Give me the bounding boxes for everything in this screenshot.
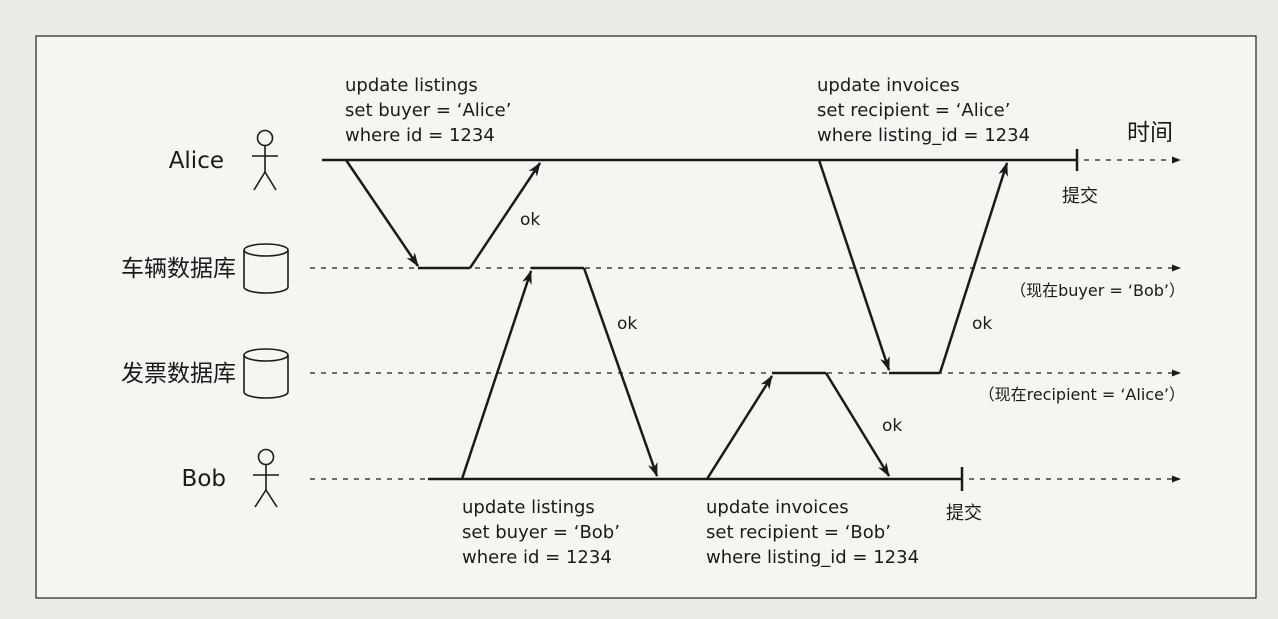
lane-bob — [310, 467, 1181, 491]
query-line: update listings — [462, 497, 595, 518]
ok-label: ok — [882, 416, 902, 436]
arrow-alice-to-vehicle-db — [344, 159, 420, 267]
vehicle-db-state-note: （现在buyer = ‘Bob’） — [1010, 281, 1185, 300]
query-line: where listing_id = 1234 — [706, 547, 919, 568]
arrow-invoice-db-ok-to-alice — [938, 162, 1009, 374]
bob-listings-query: update listings set buyer = ‘Bob’ where … — [462, 497, 620, 568]
alice-listings-query: update listings set buyer = ‘Alice’ wher… — [345, 75, 511, 146]
alice-person-icon — [252, 129, 278, 191]
arrow-invoice-db-ok-to-bob — [824, 372, 891, 477]
vehicle-db-database-icon — [243, 243, 289, 294]
query-line: where listing_id = 1234 — [817, 125, 1030, 146]
alice-invoices-query: update invoices set recipient = ‘Alice’ … — [817, 75, 1030, 146]
bob-invoices-query: update invoices set recipient = ‘Bob’ wh… — [706, 497, 919, 568]
arrow-vehicle-db-ok-to-bob — [582, 267, 659, 477]
query-line: update invoices — [706, 497, 849, 518]
arrow-bob-to-invoice-db — [705, 375, 774, 480]
ok-label: ok — [972, 314, 992, 334]
vehicle-db-label: 车辆数据库 — [121, 256, 236, 282]
arrow-bob-to-vehicle-db — [460, 270, 533, 480]
query-line: set buyer = ‘Bob’ — [462, 522, 620, 543]
arrow-alice-to-invoice-db — [817, 159, 891, 371]
query-line: where id = 1234 — [345, 125, 495, 146]
query-line: update listings — [345, 75, 478, 96]
lane-alice — [322, 149, 1181, 171]
arrow-vehicle-db-ok-to-alice — [468, 162, 542, 269]
time-label: 时间 — [1127, 120, 1173, 146]
frame — [35, 35, 1257, 599]
ok-label: ok — [520, 210, 540, 230]
messages — [344, 159, 1009, 480]
query-line: set buyer = ‘Alice’ — [345, 100, 511, 121]
bob-label: Bob — [182, 466, 226, 492]
query-line: where id = 1234 — [462, 547, 612, 568]
query-line: set recipient = ‘Alice’ — [817, 100, 1010, 121]
invoice-db-state-note: （现在recipient = ‘Alice’） — [979, 385, 1185, 404]
bob-commit-label: 提交 — [946, 503, 982, 524]
ok-label: ok — [617, 314, 637, 334]
query-line: update invoices — [817, 75, 960, 96]
bob-person-icon — [253, 448, 279, 508]
invoice-db-label: 发票数据库 — [121, 361, 236, 387]
query-line: set recipient = ‘Bob’ — [706, 522, 891, 543]
alice-commit-label: 提交 — [1062, 186, 1098, 207]
alice-label: Alice — [169, 148, 224, 174]
invoice-db-database-icon — [243, 348, 289, 399]
